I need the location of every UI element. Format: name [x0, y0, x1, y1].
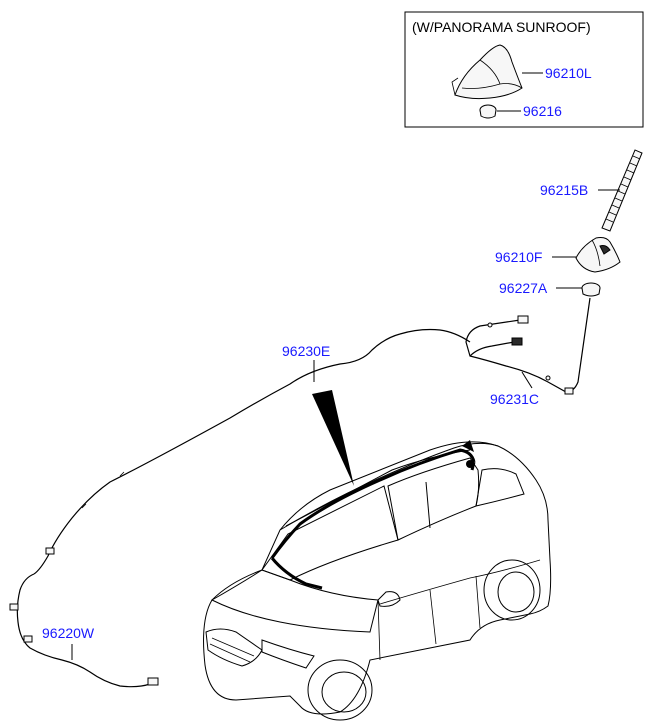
vehicle-illustration	[203, 440, 552, 721]
part-label-96230E: 96230E	[282, 343, 330, 359]
grommet-96227A[interactable]	[581, 282, 601, 297]
part-label-96220W: 96220W	[42, 625, 95, 641]
inset-title: (W/PANORAMA SUNROOF)	[412, 19, 591, 35]
leader-96231C	[521, 371, 533, 389]
part-label-96227A: 96227A	[499, 280, 548, 296]
rod-antenna-96215B[interactable]	[601, 149, 643, 232]
part-label-96215B: 96215B	[540, 182, 588, 198]
connector	[517, 315, 529, 324]
inset-frame	[404, 11, 644, 128]
cable-96220W[interactable]	[9, 573, 159, 688]
roof-cable-route	[270, 448, 476, 559]
connector	[511, 337, 523, 346]
part-label-96210L: 96210L	[545, 65, 592, 81]
antenna-base-96210F[interactable]	[575, 237, 621, 273]
feeder-cable-96231C[interactable]	[465, 297, 591, 395]
part-label-96210F: 96210F	[495, 249, 542, 265]
part-label-96216: 96216	[523, 103, 562, 119]
panorama-sunroof-inset: (W/PANORAMA SUNROOF) 96210L 96216	[404, 11, 644, 128]
part-label-96231C: 96231C	[490, 391, 539, 407]
roof-cable-96230E[interactable]	[33, 328, 471, 575]
routing-pointer	[312, 390, 354, 486]
shark-fin-antenna-96210L[interactable]	[451, 44, 523, 100]
grommet-96216[interactable]	[479, 104, 497, 119]
